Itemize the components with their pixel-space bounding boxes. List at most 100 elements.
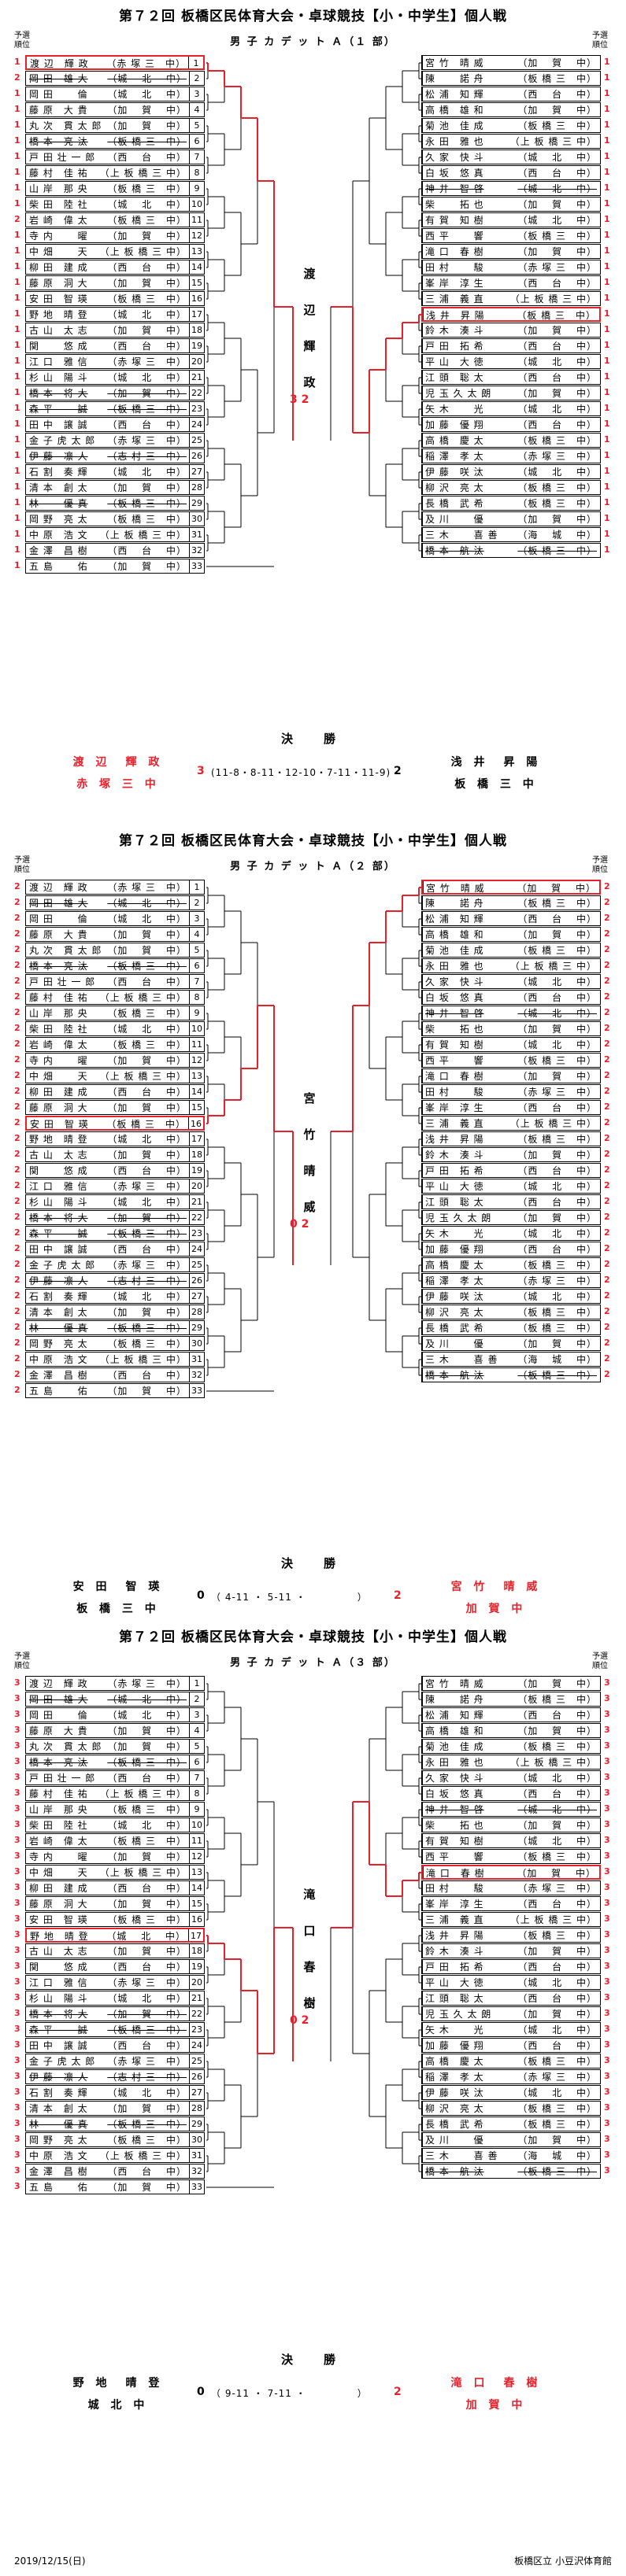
yosen-rank: 3 xyxy=(604,1677,610,1688)
seed-number: 17 xyxy=(188,1929,203,1941)
player-entry: 65橋 本 航 汰（板 橋 三 中） xyxy=(421,543,601,558)
player-row: 35陳 諾 舟（板 橋 三 中）1 xyxy=(406,71,612,87)
yosen-rank: 1 xyxy=(604,230,610,240)
player-name: 戸 田 拓 希 xyxy=(425,1165,484,1176)
player-school: （板 橋 三 中） xyxy=(107,136,187,147)
player-entry: 岡 田 雄 大（城 北 中）2 xyxy=(25,71,205,86)
player-row: 39永 田 雅 也（上 板 橋 三 中）2 xyxy=(406,958,612,974)
yosen-rank: 2 xyxy=(604,897,610,907)
player-name: 久 家 快 斗 xyxy=(425,152,484,163)
yosen-rank: 3 xyxy=(604,2134,610,2144)
yosen-rank: 1 xyxy=(604,419,610,429)
player-school: （上 板 橋 三 中） xyxy=(509,1757,597,1768)
yosen-rank: 1 xyxy=(14,450,20,460)
player-school: （城 北 中） xyxy=(107,467,187,478)
player-school: （板 橋 三 中） xyxy=(517,1370,597,1381)
player-entry: 38菊 池 佳 成（板 橋 三 中） xyxy=(421,1739,601,1754)
player-entry: 63及 川 優（加 賀 中） xyxy=(421,2132,601,2147)
player-name: 野 地 晴 登 xyxy=(29,1134,88,1145)
player-row: 63及 川 優（加 賀 中）2 xyxy=(406,1336,612,1352)
player-name: 伊 藤 咲 汰 xyxy=(425,467,484,478)
player-row: 37高 橋 雄 和（加 賀 中）1 xyxy=(406,102,612,118)
seed-number: 44 xyxy=(422,1038,423,1051)
player-school: （加 賀 中） xyxy=(517,1678,597,1689)
yosen-rank: 1 xyxy=(604,387,610,397)
yosen-rank: 1 xyxy=(604,434,610,445)
player-entry: 柴 田 陸 社（城 北 中）10 xyxy=(25,1818,205,1832)
seed-number: 16 xyxy=(188,1117,203,1129)
player-name: 安 田 智 瑛 xyxy=(30,1119,89,1130)
seed-number: 5 xyxy=(189,1740,204,1753)
player-school: （板 橋 三 中） xyxy=(517,2166,597,2177)
seed-number: 42 xyxy=(422,1803,423,1816)
player-name: 古 山 太 志 xyxy=(29,325,88,336)
player-school: （板 橋 三 中） xyxy=(517,545,597,556)
yosen-rank: 1 xyxy=(604,57,610,67)
player-entry: 51鈴 木 湊 斗（加 賀 中） xyxy=(421,323,601,338)
player-school: （板 橋 三 中） xyxy=(517,2119,597,2130)
player-entry: 戸 田 壮 一 郎（西 台 中）7 xyxy=(25,974,205,989)
seed-number: 48 xyxy=(422,276,423,290)
final-games: （ 9-11 ・ 7-11 ・ ） xyxy=(211,2388,368,2399)
player-school: （板 橋 三 中） xyxy=(107,1338,187,1349)
player-name: 丸 次 貫 太 郎 xyxy=(29,120,102,131)
player-name: 関 悠 成 xyxy=(29,1165,88,1176)
yosen-rank: 3 xyxy=(14,2039,20,2050)
player-school: （板 橋 三 中） xyxy=(107,215,187,226)
yosen-rank: 1 xyxy=(604,72,610,83)
player-entry: 橋 本 将 大（加 賀 中）22 xyxy=(25,386,205,400)
champion-name-char: 口 xyxy=(303,1924,316,1938)
seed-number: 5 xyxy=(189,943,204,957)
seed-number: 15 xyxy=(189,1897,204,1910)
section-title: 第７２回 板橋区民体育大会・卓球競技【小・中学生】個人戦 xyxy=(119,1629,507,1645)
player-school: （城 北 中） xyxy=(517,404,597,415)
player-school: （板 橋 三 中） xyxy=(517,482,597,493)
seed-number: 43 xyxy=(422,1022,423,1035)
player-school: （板 橋 三 中） xyxy=(107,1757,187,1768)
player-school: （城 北 中） xyxy=(107,1993,187,2004)
seed-number: 53 xyxy=(422,1976,423,1989)
player-name: 菊 池 佳 成 xyxy=(425,1741,484,1752)
player-entry: 岩 崎 偉 太（板 橋 三 中）11 xyxy=(25,212,205,227)
seed-number: 62 xyxy=(422,1321,423,1334)
player-entry: 戸 田 壮 一 郎（西 台 中）7 xyxy=(25,149,205,164)
player-school: （赤 塚 三 中） xyxy=(107,1181,187,1192)
player-name: 田 村 駿 xyxy=(425,1087,484,1098)
yosen-rank: 1 xyxy=(604,356,610,366)
player-school: （城 北 中） xyxy=(107,898,187,909)
player-name: 岡 野 亮 太 xyxy=(29,1338,88,1349)
player-entry: 37高 橋 雄 和（加 賀 中） xyxy=(421,102,601,117)
seed-number: 41 xyxy=(422,991,423,1004)
yosen-rank: 1 xyxy=(604,261,610,271)
player-row: 57加 藤 優 翔（西 台 中）1 xyxy=(406,417,612,433)
yosen-rank: 1 xyxy=(604,340,610,350)
seed-number: 51 xyxy=(422,1148,423,1161)
player-entry: 岡 田 倫（城 北 中）3 xyxy=(25,911,205,926)
player-name: 三 木 喜 善 xyxy=(425,2150,498,2161)
player-school: （西 台 中） xyxy=(107,1370,187,1381)
seed-number: 61 xyxy=(422,481,423,494)
player-school: （加 賀 中） xyxy=(107,2103,187,2114)
seed-number: 2 xyxy=(189,1692,204,1706)
seed-number: 60 xyxy=(422,1290,423,1303)
player-name: 菊 池 佳 成 xyxy=(425,945,484,956)
yosen-rank: 1 xyxy=(604,466,610,476)
player-entry: 石 割 奏 輝（城 北 中）27 xyxy=(25,2085,205,2100)
seed-number: 64 xyxy=(422,528,423,541)
player-school: （上 板 橋 三 中） xyxy=(99,168,187,179)
seed-number: 46 xyxy=(423,1866,424,1878)
player-entry: 五 島 佑（加 賀 中）33 xyxy=(25,559,205,574)
final-right-school: 加 賀 中 xyxy=(465,1603,527,1615)
player-school: （上 板 橋 三 中） xyxy=(509,1914,597,1925)
player-name: 寺 内 曜 xyxy=(29,1851,88,1862)
player-entry: 43柴 拓 也（加 賀 中） xyxy=(421,197,601,212)
player-entry: 34宮 竹 晴 威（加 賀 中） xyxy=(421,880,601,895)
